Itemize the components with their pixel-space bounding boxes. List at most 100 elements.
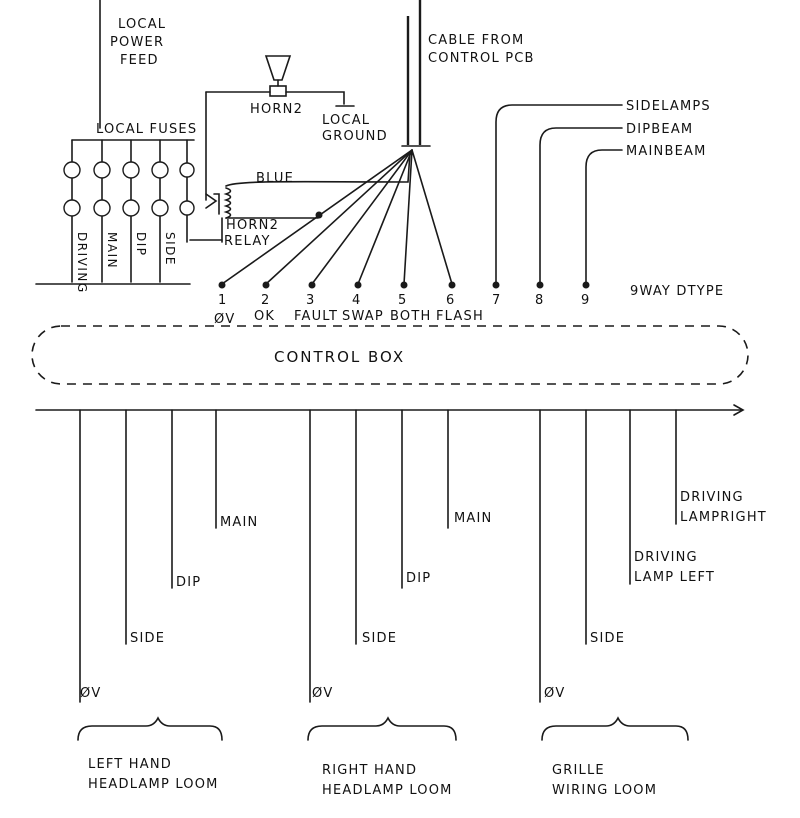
pin-num-1: 1 [218,293,227,308]
pin-num-7: 7 [492,293,501,308]
pin-dot-9 [582,281,590,289]
pin-num-3: 3 [306,293,315,308]
right-main-label: MAIN [454,511,492,526]
grille-side-label: SIDE [590,631,625,646]
fuse-top-3 [122,161,140,179]
cable: CABLE FROM CONTROL PCB [221,0,535,285]
horn-label: HORN2 [250,102,303,117]
left-ov-label: ØV [80,686,102,701]
pin-num-2: 2 [261,293,270,308]
lamp-feeds: SIDELAMPS DIPBEAM MAINBEAM [495,99,711,285]
right-brace [307,716,457,741]
fuse-bottom-2 [93,199,111,217]
left-loom: ØV SIDE DIP MAIN LEFT HAND HEADLAMP LOOM [77,409,258,792]
pin-name-6: FLASH [436,309,484,324]
dipbeam-label: DIPBEAM [626,122,693,137]
left-main-label: MAIN [220,515,258,530]
right-dip-label: DIP [406,571,431,586]
cable-bundle [406,0,422,145]
sidelamps-wire [495,104,623,285]
horn-relay: BLUE HORN2 RELAY [205,151,411,249]
right-loom: ØV SIDE DIP MAIN RIGHT HAND HEADLAMP LOO… [307,409,492,798]
grille-driving-left-line1: DRIVING [634,550,698,565]
cable-wire-1 [221,149,413,285]
fuse-label-driving: DRIVING [75,232,89,294]
grille-loom-line1: GRILLE [552,763,605,778]
dipbeam-wire [539,127,623,285]
horn-wires [205,91,345,105]
grille-ov-label: ØV [544,686,566,701]
grille-loom-wires [539,409,677,703]
blue-wire [225,151,411,187]
cable-line2: CONTROL PCB [428,51,535,66]
pin-name-1: ØV [214,312,236,327]
grille-driving-right-line2: LAMPRIGHT [680,510,767,525]
left-loom-line1: LEFT HAND [88,757,172,772]
right-loom-line1: RIGHT HAND [322,763,417,778]
fuse-label-main: MAIN [105,232,119,269]
pin-name-5: BOTH [390,309,431,324]
power-feed-line3: FEED [120,53,159,68]
grille-loom-line2: WIRING LOOM [552,783,657,798]
mainbeam-label: MAINBEAM [626,144,707,159]
control-box-label: CONTROL BOX [274,348,405,366]
cable-wire-5 [403,149,413,285]
left-side-label: SIDE [130,631,165,646]
pin-dot-8 [536,281,544,289]
fuse-block: LOCAL FUSES DRIVING MAIN DIP SIDE [35,122,223,294]
power-feed: LOCAL POWER FEED [99,0,166,129]
fuses-label: LOCAL FUSES [96,122,197,137]
pin-dot-6 [448,281,456,289]
power-feed-line2: POWER [110,35,164,50]
pin-num-6: 6 [446,293,455,308]
relay-coil-icon [223,187,232,219]
horn-body [269,85,287,97]
grille-driving-right-line1: DRIVING [680,490,744,505]
cable-wire-3 [311,149,413,285]
pin-num-5: 5 [398,293,407,308]
left-brace [77,716,223,741]
relay-contact-icon [205,193,218,209]
cable-line1: CABLE FROM [428,33,524,48]
left-loom-line2: HEADLAMP LOOM [88,777,219,792]
pin-num-4: 4 [352,293,361,308]
connector-pins: 1 2 3 4 5 6 7 8 9 ØV OK FAULT SWAP BOTH … [214,281,723,327]
fuse-bottom-3 [122,199,140,217]
right-side-label: SIDE [362,631,397,646]
fuse-top-5 [179,162,195,178]
output-bus [35,404,745,416]
fuse-bottom-4 [151,199,169,217]
mainbeam-wire [585,149,623,285]
cable-wire-6 [411,149,453,285]
pin-dot-3 [308,281,316,289]
right-loom-wires [309,409,449,703]
fuse-label-dip: DIP [134,232,148,257]
right-loom-line2: HEADLAMP LOOM [322,783,453,798]
right-ov-label: ØV [312,686,334,701]
horn: HORN2 LOCAL GROUND [205,55,388,201]
arrow-right-icon [733,404,745,416]
left-loom-wires [79,409,217,703]
grille-brace [541,716,689,741]
ground-line1: LOCAL [322,113,370,128]
pin-dot-4 [354,281,362,289]
pin-dot-1 [218,281,226,289]
fuse-top-1 [63,161,81,179]
pin-dot-7 [492,281,500,289]
grille-loom: ØV SIDE DRIVING LAMP LEFT DRIVING LAMPRI… [539,409,767,798]
ground-line2: GROUND [322,129,388,144]
horn-icon [264,55,292,81]
control-box: CONTROL BOX [31,325,749,385]
relay-line2: RELAY [224,234,271,249]
pin-num-9: 9 [581,293,590,308]
relay-line1: HORN2 [226,218,279,233]
power-feed-line1: LOCAL [118,17,166,32]
pin-name-3: FAULT [294,309,338,324]
sidelamps-label: SIDELAMPS [626,99,711,114]
fuse-top-4 [151,161,169,179]
fuse-bottom-5 [179,200,195,216]
pin-dot-2 [262,281,270,289]
fuse-label-side: SIDE [163,232,177,266]
blue-wire-label: BLUE [256,171,294,186]
